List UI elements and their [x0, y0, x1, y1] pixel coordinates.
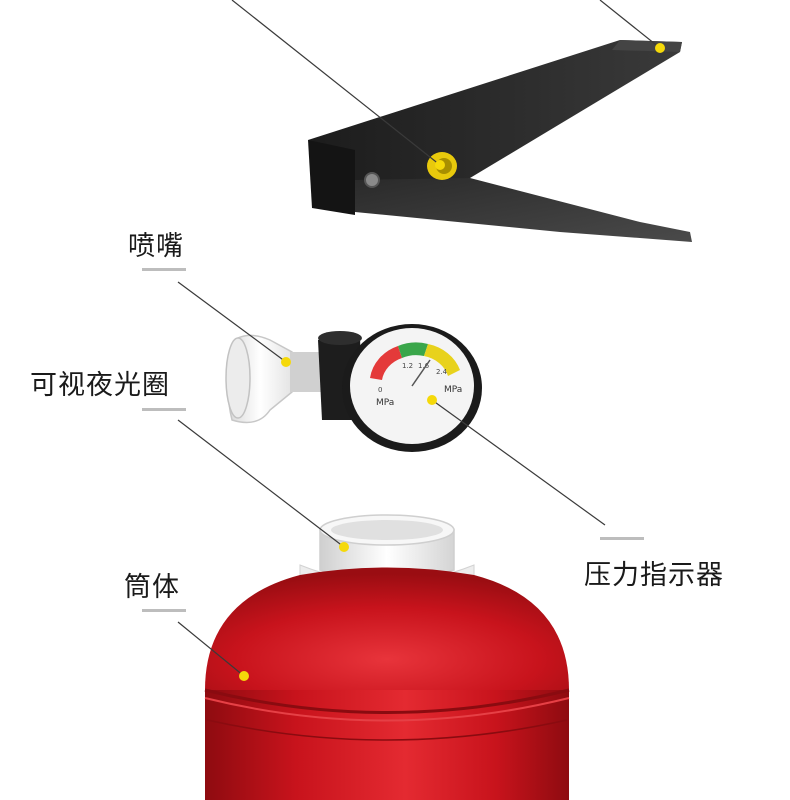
yellow-dot-marker-icon — [339, 542, 349, 552]
lower-lever — [355, 178, 692, 242]
label-pressure-indicator: 压力指示器 — [584, 560, 724, 591]
gauge-yellow-zone — [424, 344, 460, 376]
leader-nozzle — [177, 281, 287, 363]
cylinder-body — [204, 567, 570, 800]
gauge-unit-right: MPa — [444, 385, 462, 395]
leader-ring — [177, 419, 345, 548]
yellow-dot-marker-icon — [427, 395, 437, 405]
gauge-unit-left: MPa — [376, 398, 394, 408]
marker-dots — [239, 43, 665, 681]
yellow-dot-marker-icon — [435, 160, 445, 170]
cylinder-dome — [205, 567, 569, 690]
label-visible-ring-underline — [142, 408, 186, 411]
leader-gauge — [431, 399, 606, 526]
yellow-dot-marker-icon — [239, 671, 249, 681]
leader-lines — [177, 0, 661, 677]
valve-assembly: MPa MPa 1.2 1.6 0 2.4 — [225, 324, 482, 452]
leader-handle-pin — [231, 0, 441, 166]
label-cylinder-body-underline — [142, 609, 186, 612]
label-cylinder-body: 筒体 — [124, 572, 180, 603]
gauge-mark-3: 2.4 — [436, 368, 448, 376]
upper-lever — [308, 40, 682, 202]
label-pressure-indicator-underline — [600, 537, 644, 540]
label-nozzle-underline — [142, 268, 186, 271]
handle-lever — [308, 40, 692, 242]
gauge-green-zone — [398, 342, 428, 358]
label-nozzle: 喷嘴 — [128, 231, 184, 262]
gauge-mark-2: 1.6 — [418, 362, 430, 370]
yellow-dot-marker-icon — [655, 43, 665, 53]
pivot-block — [308, 140, 355, 215]
label-visible-ring: 可视夜光圈 — [30, 370, 170, 401]
gauge-red-zone — [370, 346, 402, 380]
yellow-dot-marker-icon — [281, 357, 291, 367]
gauge-mark-0: 0 — [378, 386, 382, 394]
leader-handle-tip — [599, 0, 661, 49]
gauge-mark-1: 1.2 — [402, 362, 413, 370]
leader-cylinder — [177, 621, 245, 677]
